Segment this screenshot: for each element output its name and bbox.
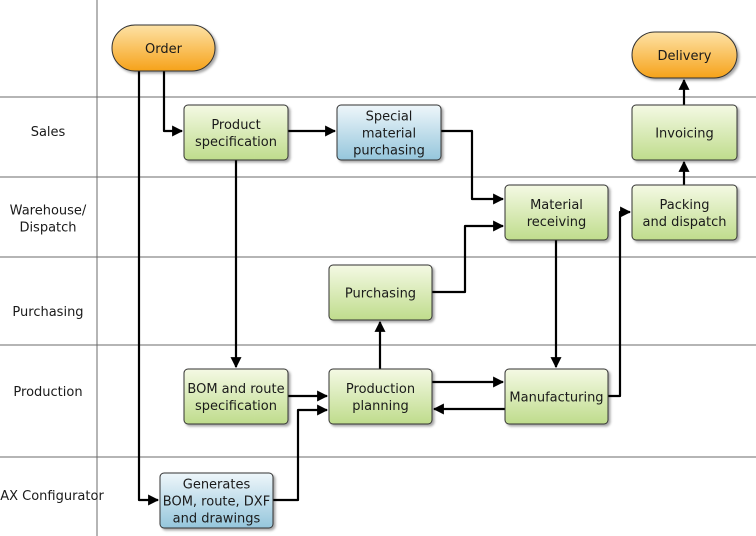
- node-label-line: Order: [145, 42, 183, 57]
- node-label-line: specification: [195, 135, 277, 150]
- lane-label-ax: AX Configurator: [0, 489, 104, 504]
- node-label: Packing and dispatch: [643, 198, 727, 230]
- node-label: Delivery: [658, 49, 712, 64]
- node-box: [631, 184, 738, 241]
- edge-purchasing-to-material-receiving: [432, 220, 505, 294]
- node-label: Material receiving: [527, 198, 587, 230]
- node-manufacturing: Manufacturing: [504, 368, 609, 425]
- node-label: Invoicing: [655, 127, 714, 142]
- edge-manufacturing-to-packing: [608, 206, 632, 398]
- lane-label-line: Sales: [31, 125, 66, 140]
- lane-label-line: AX Configurator: [0, 489, 104, 504]
- node-label-line: specification: [195, 399, 277, 414]
- node-prod-planning: Production planning: [328, 368, 433, 425]
- node-material-receiving: Material receiving: [504, 184, 609, 241]
- node-label-line: Material: [530, 198, 583, 213]
- node-invoicing: Invoicing: [631, 104, 738, 161]
- node-label-line: Product: [211, 118, 260, 133]
- node-label-line: BOM and route: [187, 382, 284, 397]
- edges: [137, 71, 690, 506]
- node-box: [111, 24, 216, 72]
- lane-label-line: Warehouse/: [10, 204, 87, 219]
- node-label: Purchasing: [345, 287, 416, 302]
- node-label-line: material: [362, 127, 416, 142]
- edge-special-purchasing-to-material-receiving: [441, 129, 505, 205]
- node-label: BOM and route specification: [187, 382, 284, 414]
- edge-order-to-product-spec: [162, 71, 184, 137]
- lane-label-line: Production: [13, 385, 82, 400]
- node-label-line: receiving: [527, 215, 587, 230]
- node-box: [336, 104, 442, 161]
- node-label-line: Delivery: [658, 49, 712, 64]
- lane-label-sales: Sales: [31, 125, 66, 140]
- node-box: [631, 104, 738, 161]
- node-box: [183, 368, 289, 425]
- node-box: [504, 184, 609, 241]
- node-label: Production planning: [346, 382, 415, 414]
- node-packing: Packing and dispatch: [631, 184, 738, 241]
- lane-label-purchasing: Purchasing: [12, 305, 83, 320]
- lane-label-line: Purchasing: [12, 305, 83, 320]
- node-box: [328, 264, 433, 321]
- node-label: Special material purchasing: [353, 110, 425, 159]
- node-label-line: purchasing: [353, 144, 425, 159]
- node-label: Product specification: [195, 118, 277, 150]
- edge-generates-to-prod-planning: [273, 404, 329, 502]
- node-label-line: Manufacturing: [509, 391, 603, 406]
- edge-order-to-generates: [137, 71, 160, 506]
- node-delivery: Delivery: [631, 31, 738, 79]
- node-product-spec: Product specification: [183, 104, 289, 161]
- node-label-line: Purchasing: [345, 287, 416, 302]
- node-box: [159, 472, 274, 529]
- node-bom-spec: BOM and route specification: [183, 368, 289, 425]
- node-order: Order: [111, 24, 216, 72]
- lane-label-production: Production: [13, 385, 82, 400]
- node-label-line: BOM, route, DXF: [163, 495, 270, 510]
- node-box: [183, 104, 289, 161]
- node-box: [328, 368, 433, 425]
- node-label-line: Packing: [659, 198, 709, 213]
- node-label: Manufacturing: [509, 391, 603, 406]
- node-label: Order: [145, 42, 183, 57]
- node-box: [631, 31, 738, 79]
- lane-label-warehouse: Warehouse/Dispatch: [10, 204, 87, 236]
- node-label-line: Generates: [183, 478, 251, 493]
- node-purchasing: Purchasing: [328, 264, 433, 321]
- node-label-line: and dispatch: [643, 215, 727, 230]
- node-label-line: Special: [366, 110, 413, 125]
- node-label-line: and drawings: [173, 512, 261, 527]
- node-label-line: Invoicing: [655, 127, 714, 142]
- node-label-line: planning: [352, 399, 408, 414]
- node-label-line: Production: [346, 382, 415, 397]
- lane-label-line: Dispatch: [19, 221, 76, 236]
- node-box: [504, 368, 609, 425]
- node-special-purchasing: Special material purchasing: [336, 104, 442, 161]
